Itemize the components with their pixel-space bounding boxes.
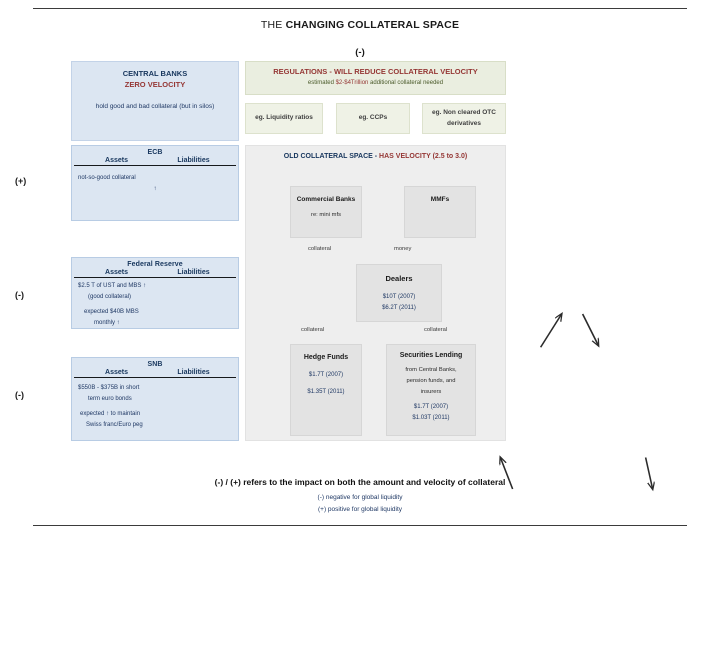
balance-sheet-snb-columns: Assets Liabilities bbox=[72, 368, 238, 377]
balance-sheet-fed-line-2: (good collateral) bbox=[88, 293, 132, 300]
balance-sheet-ecb-assets-label: Assets bbox=[105, 157, 128, 164]
page-title: THE CHANGING COLLATERAL SPACE bbox=[33, 19, 687, 31]
dealers-values: $10T (2007) $6.2T (2011) bbox=[357, 283, 441, 315]
balance-sheet-fed-columns: Assets Liabilities bbox=[72, 268, 238, 277]
commercial-banks-heading: Commercial Banks bbox=[296, 196, 356, 203]
securities-lending-box: Securities Lending from Central Banks, p… bbox=[386, 344, 476, 436]
ocs-title-a: OLD COLLATERAL SPACE - bbox=[283, 153, 380, 160]
hedge-funds-values: $1.7T (2007) $1.35T (2011) bbox=[291, 361, 361, 399]
balance-sheet-snb: SNB Assets Liabilities $550B - $375B in … bbox=[71, 357, 239, 441]
mmfs-box: MMFs bbox=[404, 186, 476, 238]
mmfs-heading: MMFs bbox=[430, 196, 450, 203]
old-collateral-space-panel: OLD COLLATERAL SPACE - HAS VELOCITY (2.5… bbox=[245, 145, 506, 441]
arrow-label-collateral-left: collateral bbox=[301, 327, 325, 333]
footer-note-negative: (-) negative for global liquidity bbox=[317, 494, 403, 501]
marker-snb: (-) bbox=[15, 390, 24, 400]
arrow-label-money-top: money bbox=[394, 246, 412, 252]
footer-notes: (-) negative for global liquidity (+) po… bbox=[33, 492, 687, 516]
balance-sheet-snb-body: $550B - $375B in short term euro bonds e… bbox=[72, 378, 238, 430]
page-title-main: CHANGING COLLATERAL SPACE bbox=[285, 19, 460, 31]
footer-main: (-) / (+) refers to the impact on both t… bbox=[214, 477, 506, 487]
regulations-sub-amount: $2-$4Trillion bbox=[335, 80, 369, 86]
footer-note-positive: (+) positive for global liquidity bbox=[318, 506, 402, 514]
central-banks-subheading: ZERO VELOCITY bbox=[124, 80, 186, 89]
balance-sheet-snb-line-5: Swiss franc/Euro peg bbox=[86, 421, 143, 428]
balance-sheet-fed-line-4: expected $40B MBS bbox=[84, 309, 139, 315]
old-collateral-space-title: OLD COLLATERAL SPACE - HAS VELOCITY (2.5… bbox=[246, 146, 505, 160]
balance-sheet-ecb-columns: Assets Liabilities bbox=[72, 156, 238, 165]
securities-lending-values: $1.7T (2007) $1.03T (2011) bbox=[387, 398, 475, 425]
regulations-sub-c: additional collateral needed bbox=[368, 80, 444, 86]
marker-fed: (-) bbox=[15, 290, 24, 300]
example-label-ccps: eg. CCPs bbox=[358, 114, 388, 122]
central-banks-body: hold good and bad collateral (but in sil… bbox=[72, 89, 238, 113]
central-banks-line-1: hold good and bad collateral bbox=[95, 103, 178, 110]
regulations-heading: REGULATIONS - WILL REDUCE COLLATERAL VEL… bbox=[273, 67, 478, 76]
slide-frame: THE CHANGING COLLATERAL SPACE (-) (+) (-… bbox=[15, 8, 687, 526]
arrow-label-collateral-right: collateral bbox=[424, 327, 448, 333]
hedge-funds-heading: Hedge Funds bbox=[303, 354, 349, 361]
marker-ecb: (+) bbox=[15, 176, 27, 186]
securities-lending-value-2011: $1.03T (2011) bbox=[412, 415, 450, 422]
ocs-title-b: HAS VELOCITY (2.5 to 3.0) bbox=[379, 153, 468, 160]
hedge-funds-box: Hedge Funds $1.7T (2007) $1.35T (2011) bbox=[290, 344, 362, 436]
securities-lending-note-3: insurers bbox=[420, 389, 442, 395]
securities-lending-value-2007: $1.7T (2007) bbox=[413, 404, 449, 410]
balance-sheet-ecb-line-1: not-so-good collateral bbox=[78, 175, 136, 181]
balance-sheet-fed-title: Federal Reserve bbox=[127, 261, 183, 268]
regulations-box: REGULATIONS - WILL REDUCE COLLATERAL VEL… bbox=[245, 61, 506, 95]
securities-lending-note-1: from Central Banks, bbox=[405, 367, 457, 373]
balance-sheet-fed-divider bbox=[74, 277, 236, 278]
balance-sheet-fed: Federal Reserve Assets Liabilities $2.5 … bbox=[71, 257, 239, 329]
securities-lending-note: from Central Banks, pension funds, and i… bbox=[387, 359, 475, 398]
balance-sheet-ecb-title: ECB bbox=[147, 149, 163, 156]
dealers-value-2011: $6.2T (2011) bbox=[382, 305, 416, 312]
top-minus-marker: (-) bbox=[355, 47, 365, 58]
arrow-label-collateral-top: collateral bbox=[308, 246, 332, 252]
page-title-prefix: THE bbox=[260, 19, 286, 31]
balance-sheet-snb-assets-label: Assets bbox=[105, 369, 128, 376]
example-box-otc-derivatives: eg. Non cleared OTC derivatives bbox=[422, 103, 506, 134]
commercial-banks-note: re: mini mfs bbox=[311, 212, 341, 218]
balance-sheet-snb-line-1: $550B - $375B in short bbox=[78, 385, 140, 391]
dealers-heading: Dealers bbox=[385, 274, 413, 283]
balance-sheet-snb-line-4: expected ↑ to maintain bbox=[80, 411, 141, 417]
securities-lending-note-2: pension funds, and bbox=[406, 378, 456, 384]
commercial-banks-box: Commercial Banks re: mini mfs bbox=[290, 186, 362, 238]
balance-sheet-fed-body: $2.5 T of UST and MBS ↑ (good collateral… bbox=[72, 278, 238, 328]
example-box-liquidity-ratios: eg. Liquidity ratios bbox=[245, 103, 323, 134]
central-banks-box: CENTRAL BANKS ZERO VELOCITY hold good an… bbox=[71, 61, 239, 141]
example-label-liquidity-ratios: eg. Liquidity ratios bbox=[255, 114, 313, 122]
balance-sheet-fed-line-5: monthly ↑ bbox=[94, 319, 120, 326]
balance-sheet-ecb: ECB Assets Liabilities not-so-good colla… bbox=[71, 145, 239, 221]
dealers-box: Dealers $10T (2007) $6.2T (2011) bbox=[356, 264, 442, 322]
balance-sheet-fed-assets-label: Assets bbox=[105, 269, 128, 276]
balance-sheet-fed-line-1: $2.5 T of UST and MBS ↑ bbox=[78, 283, 147, 289]
balance-sheet-ecb-line-2: ↑ bbox=[153, 186, 157, 193]
balance-sheet-ecb-divider bbox=[74, 165, 236, 166]
dealers-value-2007: $10T (2007) bbox=[382, 294, 416, 300]
balance-sheet-ecb-liabilities-label: Liabilities bbox=[177, 157, 210, 164]
balance-sheet-snb-line-2: term euro bonds bbox=[88, 395, 132, 402]
central-banks-heading: CENTRAL BANKS bbox=[122, 69, 188, 78]
balance-sheet-snb-divider bbox=[74, 377, 236, 378]
regulations-subtext: estimated $2-$4Trillion additional colla… bbox=[246, 76, 505, 86]
example-box-ccps: eg. CCPs bbox=[336, 103, 410, 134]
balance-sheet-snb-title: SNB bbox=[147, 361, 163, 368]
balance-sheet-fed-liabilities-label: Liabilities bbox=[177, 269, 210, 276]
balance-sheet-snb-liabilities-label: Liabilities bbox=[177, 369, 210, 376]
regulations-sub-a: estimated bbox=[307, 80, 336, 86]
balance-sheet-ecb-body: not-so-good collateral ↑ bbox=[72, 166, 238, 196]
securities-lending-heading: Securities Lending bbox=[399, 352, 463, 359]
example-label-otc-derivatives: eg. Non cleared OTC derivatives bbox=[432, 109, 496, 127]
hedge-funds-value-2011: $1.35T (2011) bbox=[307, 389, 345, 396]
hedge-funds-value-2007: $1.7T (2007) bbox=[308, 372, 344, 378]
central-banks-line-2: (but in silos) bbox=[179, 103, 215, 110]
